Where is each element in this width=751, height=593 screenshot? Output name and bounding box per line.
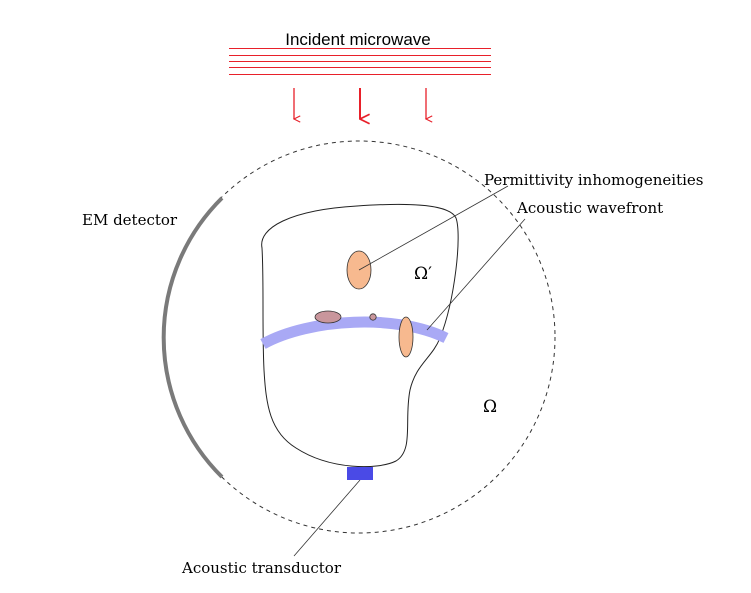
inclusion-right: [398, 316, 414, 358]
microwave-lines: [229, 48, 491, 75]
object-omega-prime: [261, 203, 459, 468]
wavefront-label: Acoustic wavefront: [516, 199, 663, 217]
domain-omega-boundary: [162, 140, 556, 534]
leader-lines: [293, 185, 526, 557]
em-detector-label: EM detector: [82, 211, 178, 229]
transductor-label: Acoustic transductor: [181, 559, 342, 577]
permittivity-label: Permittivity inhomogeneities: [484, 171, 704, 189]
leader-line-permittivity: [358, 185, 509, 271]
em-detector-arc: [161, 196, 224, 479]
inclusion-small: [369, 313, 377, 321]
acoustic-wavefront-band: [260, 316, 449, 349]
omega-prime-label: Ω′: [414, 264, 432, 284]
omega-label: Ω: [483, 397, 497, 417]
incident-microwave-label: Incident microwave: [285, 30, 431, 49]
inclusion-left: [314, 310, 342, 324]
leader-line-transductor: [293, 479, 361, 557]
leader-line-wavefront: [426, 218, 526, 331]
incident-arrows: [294, 88, 426, 119]
acoustic-transducer: [347, 467, 373, 480]
